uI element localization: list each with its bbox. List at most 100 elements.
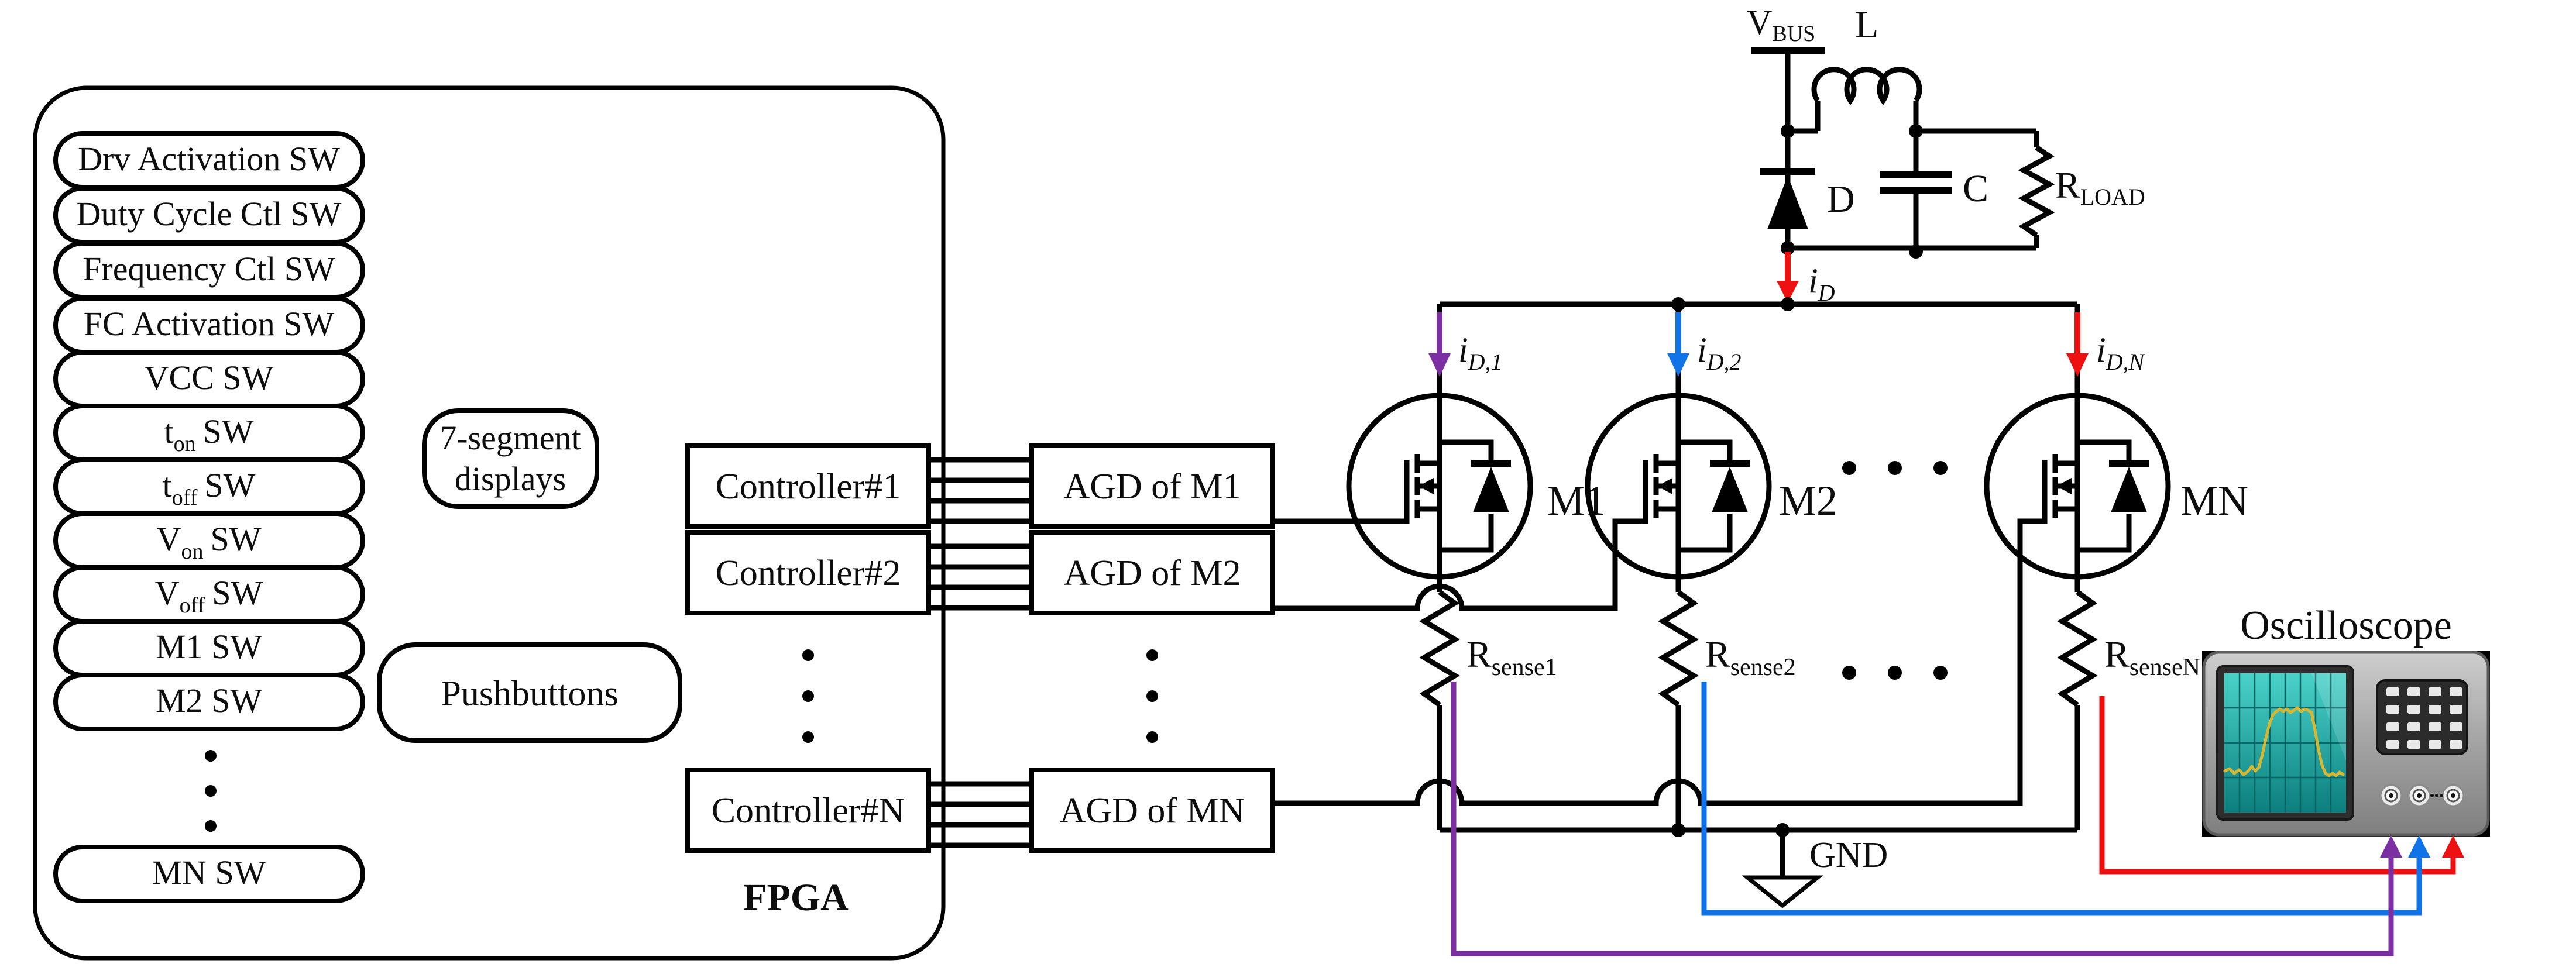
controller-agd-bus-wires bbox=[929, 457, 1032, 848]
agd-blocks: AGD of M1 AGD of M2 AGD of MN bbox=[1029, 443, 1275, 853]
node-dot bbox=[1781, 241, 1795, 255]
agd-m1-label: AGD of M1 bbox=[1063, 467, 1241, 507]
controller-n-label: Controller#N bbox=[712, 791, 905, 831]
mosfet-stage-wires: GND bbox=[1273, 297, 2098, 908]
inductor-label: L bbox=[1855, 4, 1878, 46]
bnc-input-connectors[interactable] bbox=[2379, 784, 2465, 807]
switch-label: VCC SW bbox=[145, 359, 274, 397]
seven-segment-label-line1: 7-segment bbox=[439, 419, 581, 457]
node-dot bbox=[1781, 297, 1795, 311]
mosfet-m1-label: M1 bbox=[1547, 477, 1606, 524]
node-dot bbox=[1781, 124, 1795, 138]
pushbuttons-block bbox=[377, 642, 682, 743]
controller-1-block bbox=[685, 443, 931, 529]
body-diode-loop bbox=[1678, 439, 1733, 553]
mosfet-m2-label: M2 bbox=[1779, 477, 1837, 524]
rsensen-label: RsenseN bbox=[2104, 634, 2200, 681]
probe-line-m1 bbox=[1451, 682, 2394, 956]
keypad-buttons[interactable] bbox=[2386, 687, 2462, 749]
mosfet-m1-symbol: M1 bbox=[1346, 393, 1606, 580]
switch-ellipsis-dots bbox=[205, 750, 217, 832]
seven-segment-label-line2: displays bbox=[455, 460, 566, 498]
switch-voff bbox=[53, 565, 365, 624]
id-label: iD bbox=[1808, 261, 1835, 306]
switch-label: M1 SW bbox=[156, 628, 262, 666]
screen-waveform-trace bbox=[2223, 706, 2345, 777]
inductor-coil bbox=[1811, 67, 1922, 105]
controller-ellipsis-dots bbox=[802, 649, 814, 743]
mosfet-ellipsis-dots bbox=[1842, 461, 1948, 475]
idn-arrow-head bbox=[2066, 353, 2089, 377]
oscilloscope-title: Oscilloscope bbox=[2240, 603, 2452, 648]
controller-blocks: Controller#1 Controller#2 Controller#N bbox=[685, 443, 931, 853]
body-diode-triangle bbox=[1712, 467, 1748, 512]
rload-label: RLOAD bbox=[2055, 164, 2145, 210]
rsense-ellipsis-dots bbox=[1842, 666, 1948, 680]
idn-label: iD,N bbox=[2096, 331, 2146, 375]
rload-resistor-zigzag bbox=[2018, 145, 2055, 238]
agd-m1-block bbox=[1029, 443, 1275, 529]
gnd-label: GND bbox=[1809, 835, 1888, 875]
mosfet-mn-label: MN bbox=[2180, 477, 2248, 524]
switch-label: Duty Cycle Ctl SW bbox=[77, 195, 342, 233]
id-arrow-head bbox=[1777, 281, 1799, 303]
switch-von bbox=[53, 511, 365, 570]
node-dot bbox=[1909, 245, 1923, 259]
probe-line-mn bbox=[2099, 696, 2456, 875]
body-diode-triangle bbox=[1473, 467, 1509, 512]
probe-line-m2 bbox=[1701, 682, 2422, 916]
switch-mn bbox=[53, 845, 365, 903]
branch-m2-wire bbox=[1658, 304, 1699, 830]
rsense1-label: Rsense1 bbox=[1466, 634, 1557, 681]
mosfet-circle bbox=[1585, 393, 1772, 580]
switch-label: FC Activation SW bbox=[84, 305, 335, 343]
pushbuttons-label: Pushbuttons bbox=[441, 674, 618, 714]
oscilloscope: Oscilloscope bbox=[2202, 603, 2490, 837]
controller-1-label: Controller#1 bbox=[716, 467, 901, 507]
mosfet-mn-symbol: MN bbox=[1984, 393, 2248, 580]
body-diode-loop bbox=[1440, 439, 1494, 553]
vbus-label: VBUS bbox=[1747, 3, 1815, 46]
controller-2-label: Controller#2 bbox=[716, 553, 901, 593]
diode-triangle bbox=[1767, 175, 1808, 229]
probe-arrow-mn bbox=[2442, 835, 2464, 858]
id2-arrow-head bbox=[1667, 353, 1689, 377]
switch-m2 bbox=[53, 673, 365, 731]
switch-label: Drv Activation SW bbox=[78, 140, 340, 178]
probe-arrow-m1 bbox=[2380, 835, 2402, 858]
capacitor-label: C bbox=[1963, 167, 1988, 210]
diode-label: D bbox=[1827, 178, 1855, 221]
agd-m2-label: AGD of M2 bbox=[1063, 553, 1241, 593]
gnd-symbol bbox=[1742, 875, 1823, 908]
body-diode-triangle bbox=[2111, 467, 2147, 512]
agd-ellipsis-dots bbox=[1146, 649, 1158, 743]
keypad[interactable] bbox=[2376, 679, 2468, 755]
switch-label: Frequency Ctl SW bbox=[83, 250, 335, 288]
fpga-label: FPGA bbox=[743, 876, 849, 919]
switch-label: MN SW bbox=[152, 853, 266, 892]
probe-lines bbox=[1451, 682, 2464, 956]
body-diode-loop bbox=[2077, 439, 2132, 553]
boost-output-circuit: VBUS L D C RLOAD bbox=[1747, 3, 2145, 259]
probe-arrow-m2 bbox=[2408, 835, 2430, 858]
branch-mn-wire bbox=[2057, 304, 2098, 830]
id1-label: iD,1 bbox=[1458, 331, 1503, 375]
seven-segment-displays-block bbox=[422, 408, 599, 509]
branch-m1-wire bbox=[1419, 304, 1460, 830]
rsense2-label: Rsense2 bbox=[1705, 634, 1796, 681]
fpga-switch-list: Drv Activation SW Duty Cycle Ctl SW Freq… bbox=[53, 131, 365, 903]
agd-mn-label: AGD of MN bbox=[1060, 791, 1245, 831]
rsense-labels: Rsense1 Rsense2 RsenseN bbox=[1466, 634, 2200, 681]
node-dot bbox=[1671, 823, 1685, 837]
capacitor-plates bbox=[1880, 171, 1952, 194]
controller-2-block bbox=[685, 530, 931, 615]
gate-line-mn bbox=[1273, 518, 2045, 806]
controller-n-block bbox=[685, 768, 931, 853]
node-dot bbox=[1909, 124, 1923, 138]
gate-line-m2 bbox=[1273, 518, 1646, 611]
id2-label: iD,2 bbox=[1697, 331, 1742, 375]
